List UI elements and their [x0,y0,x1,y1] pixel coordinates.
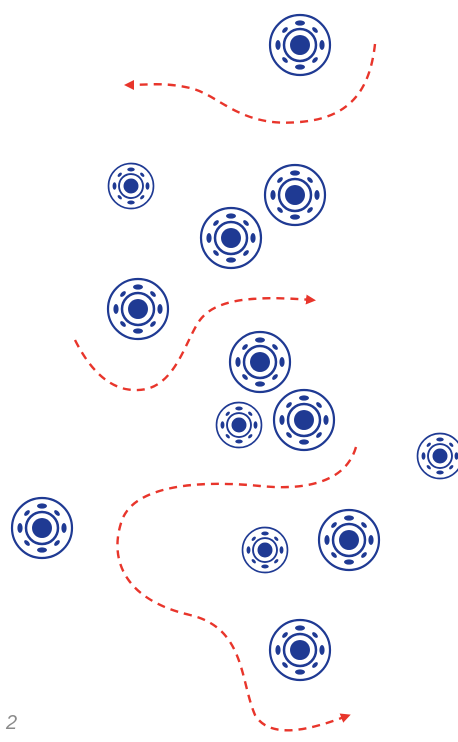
cell-icon [270,15,330,75]
cell-icon [230,332,290,392]
cell-icon [265,165,325,225]
migration-arrow-bottom [117,447,356,730]
cell-icon [243,528,288,573]
cell-icon [270,620,330,680]
cell-icon [274,390,334,450]
cell-icon [109,164,154,209]
cell-icon [108,279,168,339]
cell-icon [201,208,261,268]
cell-icon [418,434,458,479]
page-number: 2 [6,712,17,735]
migration-arrow-top [128,44,375,123]
cell-icon [217,403,262,448]
cell-icon [319,510,379,570]
cell-icon [12,498,72,558]
